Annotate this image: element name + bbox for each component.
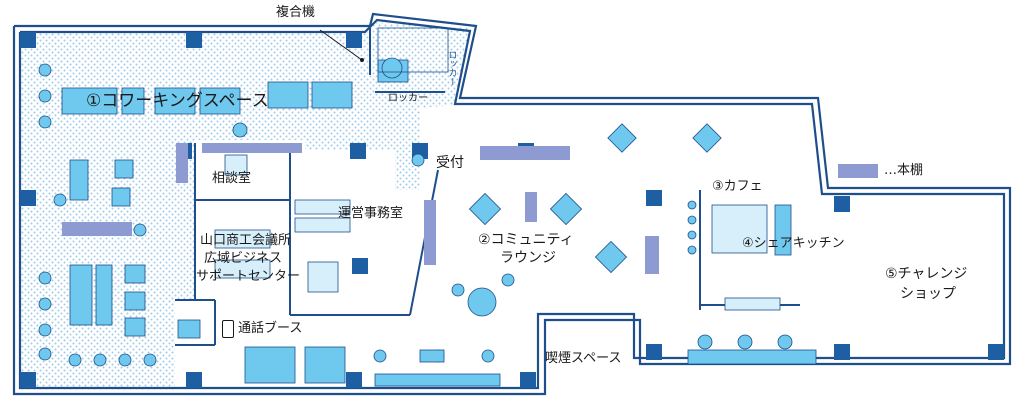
regional-center-line2: 広域ビジネス [204,251,283,266]
coworking-label: ①コワーキングスペース [86,91,269,111]
cafe-label: ③カフェ [712,179,763,194]
call-booth-label: 通話ブース [238,321,303,336]
community-lounge-line1: ②コミュニティ [478,232,574,248]
locker-vertical-label: ロッカー [446,50,457,86]
share-kitchen-label: ④シェアキッチン [742,236,845,251]
copier-label: 複合機 [276,5,316,20]
phone-icon [222,320,234,338]
bottom-counter [373,349,501,387]
challenge-shop-line1: ⑤チャレンジ [885,266,968,282]
locker-label: ロッカー [388,93,428,104]
regional-center-line1: 山口商工会議所 [200,233,292,248]
bookshelves [62,143,878,274]
challenge-shop-line2: ショップ [900,286,956,302]
office-furniture [214,27,449,293]
office-label: 運営事務室 [338,206,404,221]
copier-pointer [319,29,363,61]
copier-dot [360,58,364,62]
bookshelf-legend-label: …本棚 [884,163,924,178]
reception-label: 受付 [436,155,464,171]
consult-room-label: 相談室 [212,171,252,186]
outer-walls [12,12,1012,396]
regional-center-line3: サポートセンター [196,269,301,284]
smoking-area-label: 喫煙スペース [545,351,622,366]
lounge-furniture [411,123,817,365]
community-lounge-line2: ラウンジ [500,250,556,266]
